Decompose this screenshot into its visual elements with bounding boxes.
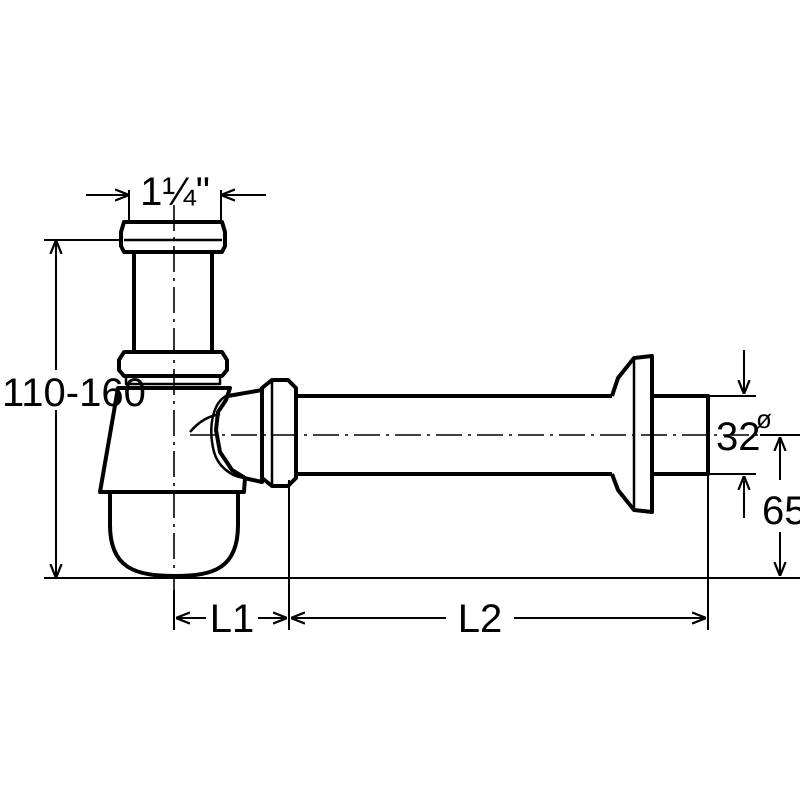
length-dimensions: L1 L2 [173,396,709,641]
height-range-label: 110-160 [2,371,146,415]
diameter-symbol: ø [756,404,772,434]
centerlines [173,205,760,590]
outlet-nut [227,378,298,488]
inlet-lower-nut [117,350,229,378]
outlet-height-dimension: 65 [760,434,800,576]
outlet-nut-body [260,378,298,488]
length-2-label: L2 [458,597,503,641]
bottle-side-curve [210,393,245,480]
pipe-diameter-dimension: 32 ø [708,350,772,518]
inlet-pipe [132,252,214,352]
height-range-dimension: 110-160 [0,239,800,579]
length-1-label: L1 [210,597,255,641]
thread-size-dimension: 1¼" [86,170,266,222]
inlet-top-nut [119,220,227,254]
inlet-washer [124,374,222,386]
wall-rosette [610,354,654,514]
outlet-height-label: 65 [762,489,800,533]
bottle-cup [108,490,240,578]
pipe-diameter-label: 32 [716,415,761,459]
centerline-curve [189,412,221,433]
inlet-tailpiece [117,220,229,386]
bottle-body [98,386,247,578]
pipe-walls [296,394,612,476]
horizontal-pipe [296,354,710,514]
thread-size-label: 1¼" [140,170,210,214]
